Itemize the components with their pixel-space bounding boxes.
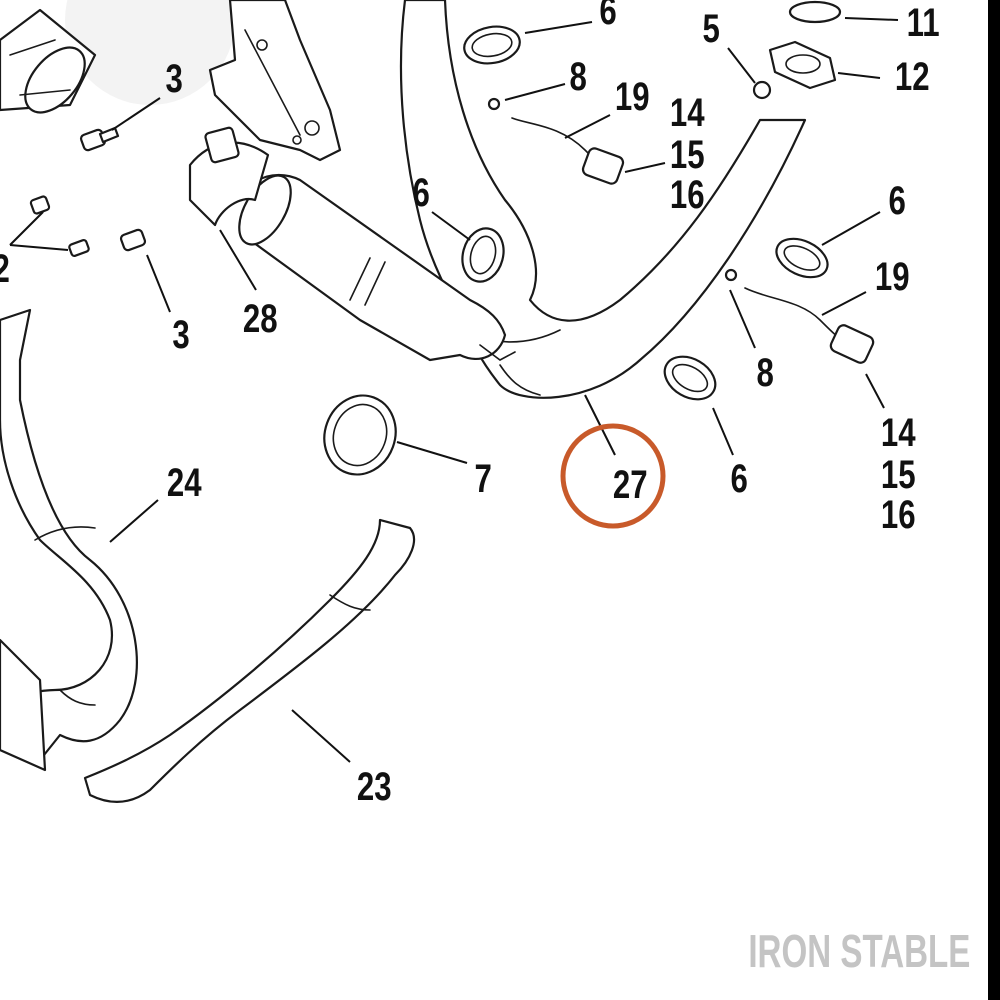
callout-24: 24 [167, 460, 202, 505]
flange-12 [768, 40, 837, 90]
callout-3: 3 [172, 312, 189, 357]
callout-19: 19 [875, 254, 910, 299]
callout-19: 19 [615, 74, 650, 119]
callout-5: 5 [702, 6, 719, 51]
oxygen-sensor-19-top [487, 97, 625, 185]
callout-28: 28 [243, 296, 278, 341]
oxygen-sensor-19-right [724, 268, 875, 364]
callout-7: 7 [474, 456, 491, 501]
mounting-bracket [208, 0, 342, 162]
callout-23: 23 [357, 764, 392, 809]
pipe-end-lower-left [0, 638, 47, 772]
highlight-circle-27 [560, 423, 666, 529]
hose-clamp-6-top [463, 25, 521, 65]
callout-15: 15 [881, 452, 916, 497]
callout-14: 14 [881, 410, 916, 455]
callout-27: 27 [613, 462, 648, 507]
callout-6: 6 [730, 456, 747, 501]
hose-clamp-6-right [775, 237, 829, 279]
callout-6: 6 [888, 178, 905, 223]
callout-11: 11 [907, 0, 940, 45]
callout-2: 2 [0, 246, 10, 291]
callout-6: 6 [599, 0, 616, 33]
hose-clamp-6-lower [663, 355, 717, 401]
watermark-text: IRON STABLE [747, 925, 970, 977]
bolt-2-a [29, 195, 51, 215]
callout-8: 8 [756, 350, 773, 395]
callout-14: 14 [670, 90, 705, 135]
callout-16: 16 [881, 492, 916, 537]
callout-15: 15 [670, 132, 705, 177]
background-ghost-shape [65, 0, 235, 105]
callout-16: 16 [670, 172, 705, 217]
bolt-3-top [79, 126, 120, 152]
pipe-end-top-left [0, 8, 97, 114]
right-border-strip [988, 0, 1000, 1000]
bolt-2-b [68, 239, 90, 257]
band-clamp-28 [188, 126, 270, 227]
muffler-cylinder-28 [238, 173, 516, 362]
callout-3: 3 [165, 56, 182, 101]
hose-clamp-7 [323, 394, 397, 476]
hose-clamp-6-mid [461, 227, 505, 283]
gasket-11 [788, 0, 842, 24]
bolt-3-mid [119, 228, 147, 252]
nut-5 [752, 80, 772, 100]
leader-lines [9, 17, 899, 763]
callout-8: 8 [569, 54, 586, 99]
exhaust-pipe-23 [83, 518, 416, 804]
callout-6: 6 [412, 170, 429, 215]
callout-12: 12 [895, 54, 930, 99]
